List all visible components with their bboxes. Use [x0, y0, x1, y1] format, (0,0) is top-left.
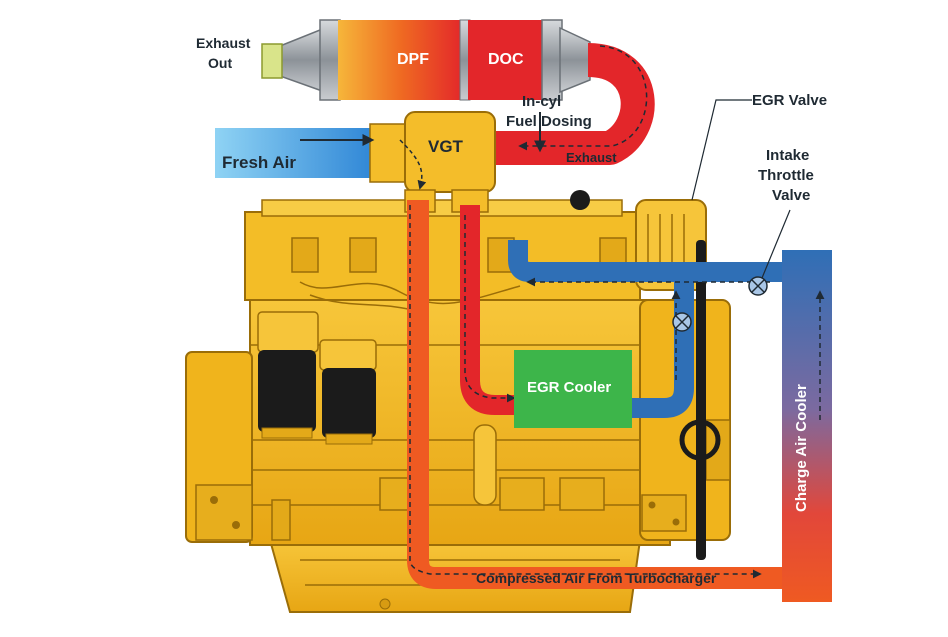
compressed-air-label: Compressed Air From Turbocharger — [476, 570, 717, 586]
doc-canister — [468, 20, 548, 100]
fresh-air-label: Fresh Air — [222, 153, 296, 172]
fuel-filter-1 — [258, 350, 316, 432]
drive-belt — [696, 240, 706, 560]
exhaust-out-tip — [261, 43, 283, 79]
oil-cap — [570, 190, 590, 210]
dpf-label: DPF — [397, 51, 429, 68]
dpf-canister — [338, 20, 464, 100]
egr-exhaust-pipe — [460, 205, 520, 415]
egr-valve-icon — [672, 312, 692, 332]
in-cyl-label-line2: Fuel Dosing — [506, 113, 592, 130]
exhaust-out-label-line2: Out — [208, 55, 232, 71]
vgt-turbocharger: VGT — [399, 111, 496, 213]
egr-valve-label: EGR Valve — [752, 92, 827, 109]
charge-air-cooler-label: Charge Air Cooler — [793, 384, 810, 512]
egr-cooler-label: EGR Cooler — [527, 379, 611, 396]
intake-throttle-label-line1: Intake — [766, 147, 809, 164]
fresh-air-intake: Fresh Air — [215, 123, 409, 183]
vgt-label: VGT — [428, 137, 464, 156]
fuel-filter-2 — [322, 368, 376, 438]
exhaust-pipe: In-cyl Fuel Dosing Exhaust — [496, 43, 655, 165]
egr-cooler: EGR Cooler — [514, 350, 632, 428]
in-cyl-label-line1: In-cyl — [522, 93, 561, 110]
intake-throttle-label-line2: Throttle — [758, 167, 814, 184]
exhaust-out-label-line1: Exhaust — [196, 35, 251, 51]
intake-pipes — [508, 240, 782, 418]
doc-label: DOC — [488, 51, 524, 68]
intake-throttle-label-line3: Valve — [772, 187, 810, 204]
compressed-air-pipe: Compressed Air From Turbocharger — [407, 200, 790, 589]
intake-throttle-valve-icon — [748, 276, 768, 296]
aftertreatment: DPF DOC Exhaust Out — [196, 19, 591, 101]
exhaust-label: Exhaust — [566, 150, 617, 165]
charge-air-cooler: Charge Air Cooler — [782, 250, 832, 602]
callouts: EGR Valve Intake Throttle Valve — [691, 92, 827, 279]
